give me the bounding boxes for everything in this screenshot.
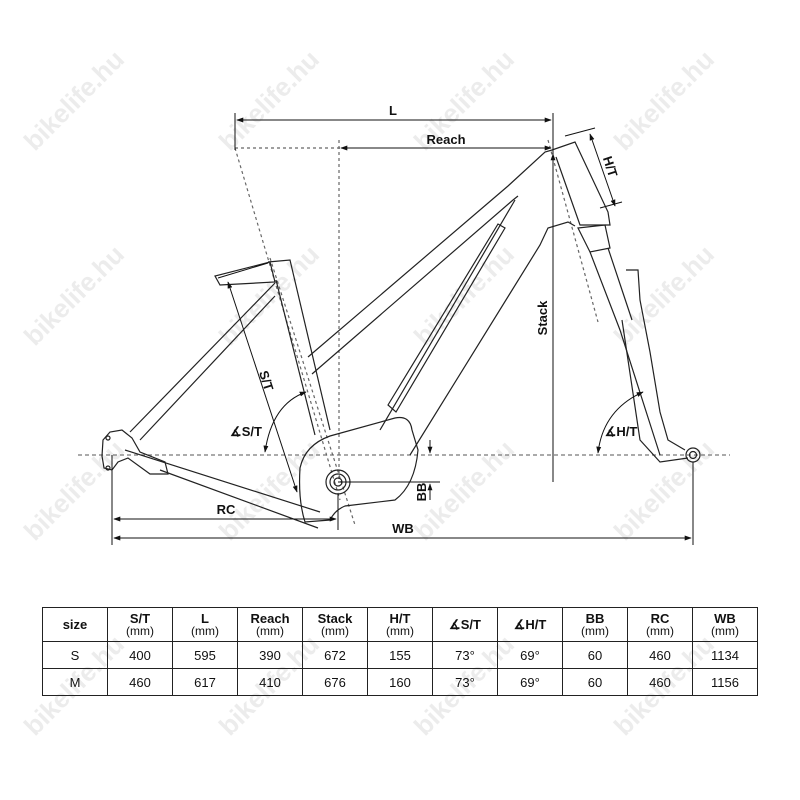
cell-wb: 1134 <box>692 641 758 669</box>
col-header-ht: H/T(mm) <box>367 607 433 642</box>
down-tube <box>379 199 516 431</box>
table-header-row: size S/T(mm) L(mm) Reach(mm) Stack(mm) H… <box>42 607 758 642</box>
angle-ht-arc <box>596 391 644 454</box>
cell-st-angle: 73° <box>432 668 498 696</box>
label-st: S/T <box>256 369 277 393</box>
battery-cover <box>387 223 506 413</box>
cell-st: 400 <box>107 641 173 669</box>
col-header-size: size <box>42 607 108 642</box>
col-header-bb: BB(mm) <box>562 607 628 642</box>
cell-rc: 460 <box>627 668 693 696</box>
col-header-ht-angle: ∡H/T <box>497 607 563 642</box>
cell-reach: 390 <box>237 641 303 669</box>
label-L: L <box>389 103 397 118</box>
cell-ht: 155 <box>367 641 433 669</box>
cell-bb: 60 <box>562 641 628 669</box>
headset <box>577 224 611 253</box>
motor-housing <box>298 416 419 523</box>
label-reach: Reach <box>426 132 465 147</box>
rear-dropout <box>101 429 169 475</box>
cell-rc: 460 <box>627 641 693 669</box>
fork-lower <box>626 269 686 451</box>
cell-size: M <box>42 668 108 696</box>
fork-leg-front <box>589 251 661 456</box>
label-ht-angle: ∡H/T <box>605 424 638 439</box>
col-header-st: S/T(mm) <box>107 607 173 642</box>
cell-bb: 60 <box>562 668 628 696</box>
cell-st: 460 <box>107 668 173 696</box>
label-rc: RC <box>217 502 236 517</box>
label-stack: Stack <box>535 300 550 335</box>
head-tube <box>551 141 611 226</box>
bike-geometry-diagram: L Reach H/T Stack S/T ∡S/T ∡H/T BB RC WB <box>78 103 730 545</box>
cell-reach: 410 <box>237 668 303 696</box>
cell-st-angle: 73° <box>432 641 498 669</box>
label-ht: H/T <box>600 154 621 179</box>
cell-stack: 676 <box>302 668 368 696</box>
label-st-angle: ∡S/T <box>230 424 262 439</box>
table-row: M 460 617 410 676 160 73° 69° 60 460 115… <box>42 668 758 696</box>
top-tube <box>307 149 553 358</box>
col-header-reach: Reach(mm) <box>237 607 303 642</box>
seat-tube <box>267 259 331 431</box>
col-header-stack: Stack(mm) <box>302 607 368 642</box>
col-header-rc: RC(mm) <box>627 607 693 642</box>
col-header-st-angle: ∡S/T <box>432 607 498 642</box>
label-bb: BB <box>414 483 429 502</box>
geometry-table: size S/T(mm) L(mm) Reach(mm) Stack(mm) H… <box>42 607 758 696</box>
col-header-wb: WB(mm) <box>692 607 758 642</box>
cell-ht: 160 <box>367 668 433 696</box>
label-wb: WB <box>392 521 414 536</box>
cell-size: S <box>42 641 108 669</box>
chain-stay <box>124 449 321 513</box>
table-row: S 400 595 390 672 155 73° 69° 60 460 113… <box>42 641 758 669</box>
dimension-st <box>227 281 298 493</box>
cell-wb: 1156 <box>692 668 758 696</box>
cell-ht-angle: 69° <box>497 641 563 669</box>
cell-l: 595 <box>172 641 238 669</box>
cell-ht-angle: 69° <box>497 668 563 696</box>
cell-l: 617 <box>172 668 238 696</box>
angle-st-arc <box>263 391 307 453</box>
col-header-l: L(mm) <box>172 607 238 642</box>
dimension-ht <box>589 133 616 207</box>
cell-stack: 672 <box>302 641 368 669</box>
